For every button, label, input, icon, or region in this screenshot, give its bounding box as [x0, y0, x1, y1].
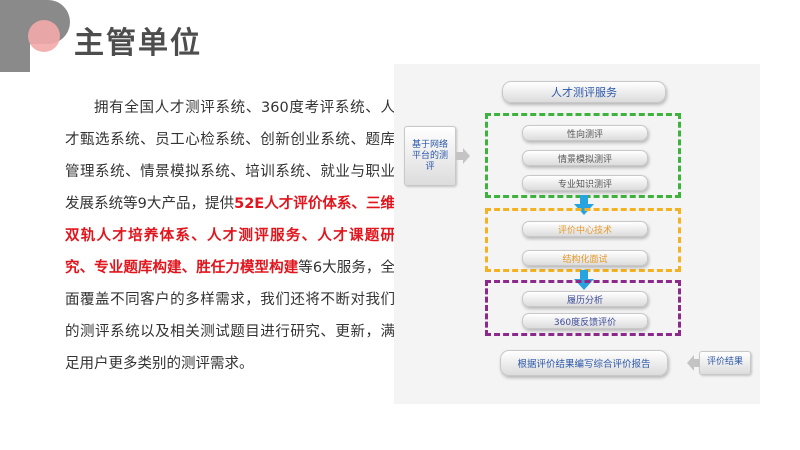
orange-item-2: 结构化面试 — [522, 250, 648, 266]
body-text-1: 拥有全国人才测评系统、360度考评系统、人才甄选系统、员工心检系统、创新创业系统… — [65, 100, 395, 212]
page-title: 主管单位 — [74, 26, 202, 61]
body-text-2: 等6大服务，全面覆盖不同客户的多样需求，我们还将不断对我们的测评系统以及相关测试… — [65, 260, 396, 372]
gray-arrow-left-icon — [687, 355, 701, 371]
purple-item-2: 360度反馈评价 — [522, 313, 648, 329]
blue-arrow-down-icon — [574, 195, 594, 215]
green-item-1: 性向测评 — [522, 125, 648, 141]
right-side-label: 评价结果 — [706, 357, 743, 367]
green-item-3: 专业知识测评 — [522, 175, 648, 191]
left-side-label: 基于网络平台的测评 — [411, 140, 448, 172]
purple-dashed-group — [485, 280, 681, 336]
orange-item-1: 评价中心技术 — [522, 221, 648, 237]
body-paragraph: 拥有全国人才测评系统、360度考评系统、人才甄选系统、员工心检系统、创新创业系统… — [65, 92, 395, 380]
top-node: 人才测评服务 — [502, 81, 666, 103]
green-item-2: 情景模拟测评 — [522, 150, 648, 166]
body-highlight: 52E人才评价体系、三维双轨人才培养体系、人才测评服务、人才课题研究、专业题库构… — [65, 196, 395, 276]
left-side-box — [404, 126, 456, 186]
service-diagram: 人才测评服务 性向测评 情景模拟测评 专业知识测评 评价中心技术 结构化面试 履… — [394, 64, 760, 404]
purple-item-1: 履历分析 — [522, 291, 648, 307]
gray-arrow-right-icon — [456, 148, 470, 164]
right-side-box — [699, 351, 751, 375]
bottom-node: 根据评价结果编写综合评价报告 — [500, 350, 668, 376]
logo-icon — [0, 0, 70, 72]
